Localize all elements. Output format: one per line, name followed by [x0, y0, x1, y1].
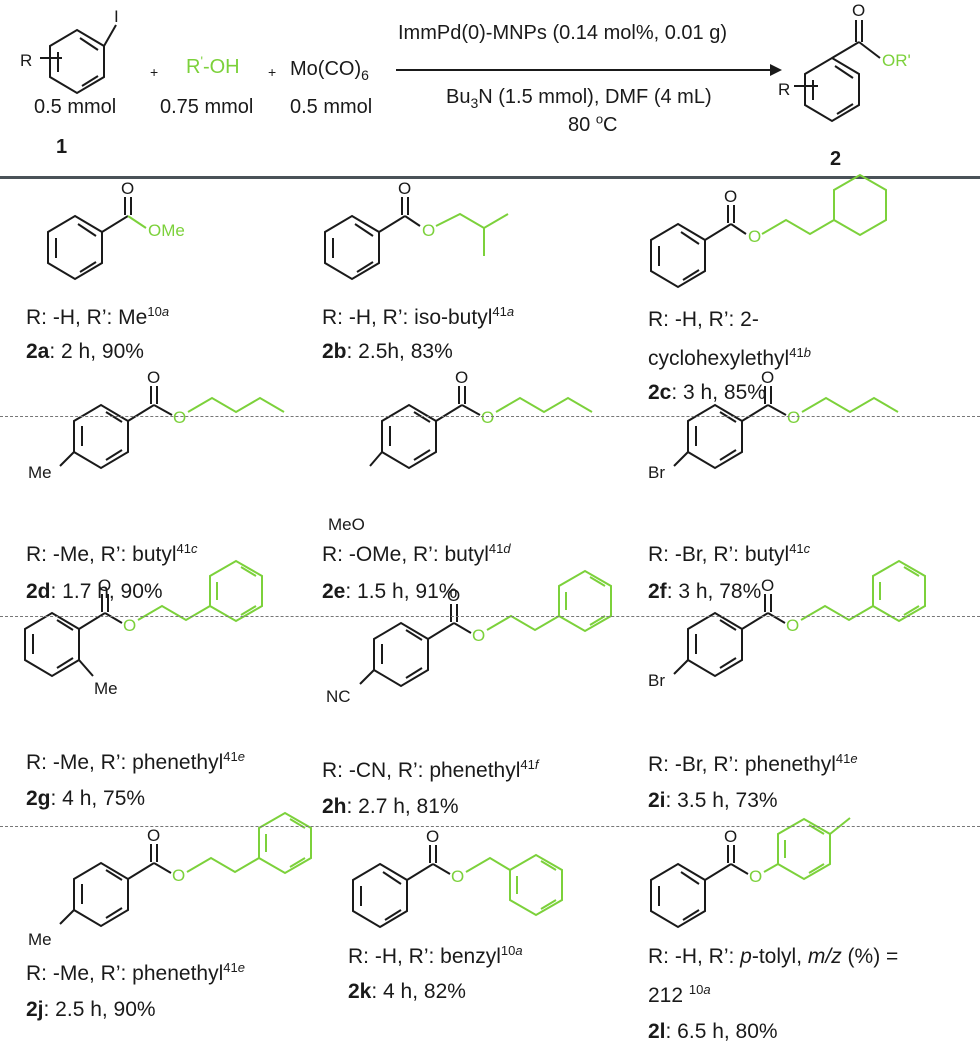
structure-2b: O O — [324, 179, 509, 281]
2i-o-label: O — [761, 576, 774, 595]
entry-2i-substituents: R: -Br, R’: phenethyl41e — [648, 751, 858, 776]
structure-2d: O O Me — [28, 368, 285, 482]
2h-o-label: O — [447, 586, 460, 605]
aryl-iodide-structure: R I — [20, 7, 119, 95]
structure-2f: O O Br — [648, 368, 899, 482]
product-r-label: R — [778, 80, 790, 99]
entry-2c-substituents-cont: cyclohexylethyl41b — [648, 345, 811, 370]
2j-o-label: O — [147, 826, 160, 845]
entry-2c-result: 2c: 3 h, 85% — [648, 381, 766, 404]
structure-2i: O O Br — [648, 559, 926, 690]
entry-2a-result: 2a: 2 h, 90% — [26, 340, 144, 363]
entry-2d-substituents: R: -Me, R’: butyl41c — [26, 541, 198, 566]
entry-2j-result: 2j: 2.5 h, 90% — [26, 998, 156, 1021]
2c-ester-o: O — [748, 227, 761, 246]
structure-2g: O O Me — [24, 559, 263, 698]
entry-2i-result: 2i: 3.5 h, 73% — [648, 789, 778, 812]
plus-sign-2: + — [268, 64, 277, 80]
entry-2b-substituents: R: -H, R’: iso-butyl41a — [322, 304, 515, 329]
entry-2l-substituents: R: -H, R’: p-tolyl, m/z (%) = — [648, 945, 899, 968]
2d-o-label: O — [147, 368, 160, 387]
entry-2f-result: 2f: 3 h, 78% — [648, 580, 762, 603]
structure-2h: O O NC — [326, 569, 612, 706]
entry-2a-substituents: R: -H, R’: Me10a — [26, 304, 170, 329]
2e-ester-o: O — [481, 408, 494, 427]
plus-sign-1: + — [150, 64, 159, 80]
entry-2k-result: 2k: 4 h, 82% — [348, 980, 466, 1003]
product-structure: O OR' R — [778, 1, 911, 123]
entry-2d-result: 2d: 1.7 h, 90% — [26, 580, 163, 603]
2a-ome-label: OMe — [148, 221, 185, 240]
scheme-structures: R I O OR' R — [20, 1, 911, 123]
entry-2k-substituents: R: -H, R’: benzyl10a — [348, 943, 523, 968]
entry-2h-substituents: R: -CN, R’: phenethyl41f — [322, 757, 539, 782]
structure-2j: O O Me — [28, 811, 312, 949]
2f-o-label: O — [761, 368, 774, 387]
entry-2h-result: 2h: 2.7 h, 81% — [322, 795, 459, 818]
entry-2e-substituents: R: -OMe, R’: butyl41d — [322, 541, 511, 566]
row-divider-3 — [0, 826, 980, 827]
2g-o-label: O — [98, 576, 111, 595]
entry-2g-substituents: R: -Me, R’: phenethyl41e — [26, 749, 245, 774]
2f-br-label: Br — [648, 463, 665, 482]
product-ester-label: OR' — [882, 51, 911, 70]
2h-nc-label: NC — [326, 687, 351, 706]
entry-2j-substituents: R: -Me, R’: phenethyl41e — [26, 960, 245, 985]
entry-2l-result: 2l: 6.5 h, 80% — [648, 1020, 778, 1043]
2f-ester-o: O — [787, 408, 800, 427]
2j-me-label: Me — [28, 930, 52, 949]
2l-ester-o: O — [749, 867, 762, 886]
structure-2k: O O — [352, 827, 563, 929]
mo-co-amount: 0.5 mmol — [290, 96, 373, 118]
2i-ester-o: O — [786, 616, 799, 635]
2b-o-label: O — [398, 179, 411, 198]
2k-o-label: O — [426, 827, 439, 846]
2i-br-label: Br — [648, 671, 665, 690]
entry-2c-substituents: R: -H, R’: 2- — [648, 308, 759, 331]
2e-meo-label: MeO — [328, 515, 365, 534]
2j-ester-o: O — [172, 866, 185, 885]
mo-co-formula: Mo(CO)6 — [290, 58, 369, 83]
catalyst-conditions: ImmPd(0)-MNPs (0.14 mol%, 0.01 g) — [398, 22, 727, 44]
alcohol-formula: R'-OH — [186, 53, 240, 78]
product-label: 2 — [830, 148, 842, 170]
r-substituent-label: R — [20, 51, 32, 70]
entry-2g-result: 2g: 4 h, 75% — [26, 787, 146, 810]
2l-o-label: O — [724, 827, 737, 846]
alcohol-amount: 0.75 mmol — [160, 96, 254, 118]
2b-ester-o: O — [422, 221, 435, 240]
2d-ester-o: O — [173, 408, 186, 427]
structure-2c: O O — [650, 173, 887, 289]
arrow-head — [770, 64, 782, 76]
entry-2l-mass: 212 10a — [648, 982, 711, 1007]
structure-2a: O OMe — [47, 179, 185, 281]
2k-ester-o: O — [451, 867, 464, 886]
row-divider-1 — [0, 416, 980, 417]
2d-me-label: Me — [28, 463, 52, 482]
entry-2b-result: 2b: 2.5h, 83% — [322, 340, 453, 363]
iodine-atom-label: I — [114, 7, 119, 26]
2c-o-label: O — [724, 187, 737, 206]
entry-2f-substituents: R: -Br, R’: butyl41c — [648, 541, 811, 566]
2g-ester-o: O — [123, 616, 136, 635]
header-rule — [0, 176, 980, 179]
2h-ester-o: O — [472, 626, 485, 645]
product-carbonyl-o: O — [852, 1, 865, 20]
reagent1-label: 1 — [56, 136, 68, 158]
temperature: 80 oC — [568, 111, 618, 136]
entry-2e-result: 2e: 1.5 h, 91% — [322, 580, 458, 603]
reagent1-amount: 0.5 mmol — [34, 96, 117, 118]
2a-o-label: O — [121, 179, 134, 198]
row-divider-2 — [0, 616, 980, 617]
2e-o-label: O — [455, 368, 468, 387]
base-solvent-conditions: Bu3N (1.5 mmol), DMF (4 mL) — [446, 86, 712, 111]
structure-2e: O O MeO — [328, 368, 593, 534]
2g-me-label: Me — [94, 679, 118, 698]
structure-2l: O O — [650, 817, 851, 929]
